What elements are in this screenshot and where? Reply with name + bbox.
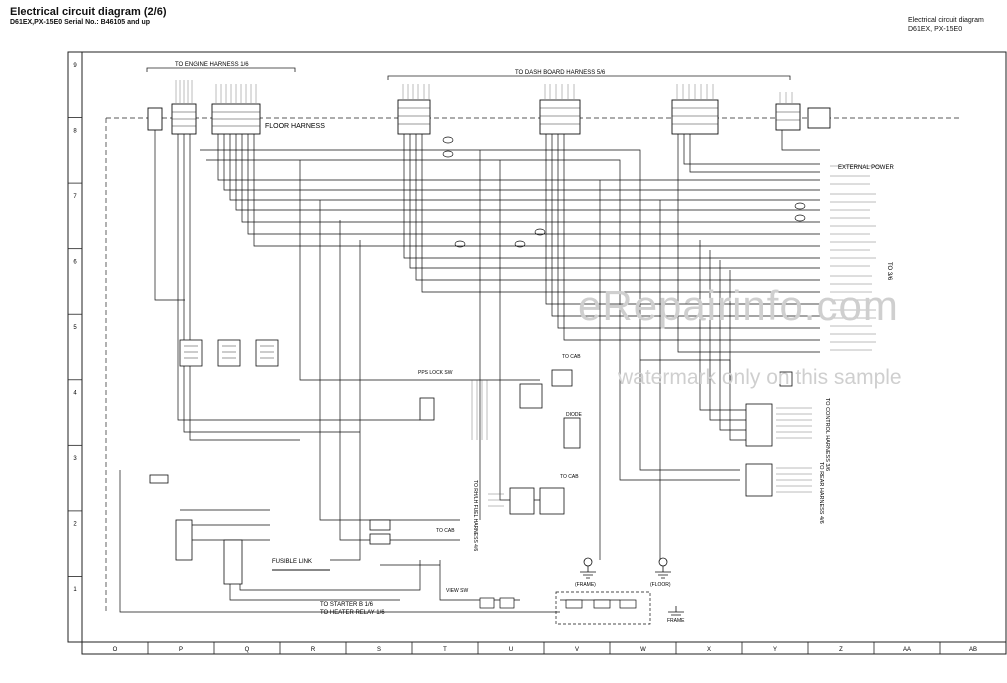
label-engine-harness: TO ENGINE HARNESS 1/6: [175, 62, 249, 68]
column-label: T: [443, 647, 447, 653]
label-view-sw: VIEW SW: [446, 588, 469, 594]
connector-labels: [175, 80, 793, 103]
row-label: 5: [73, 325, 77, 331]
wire-bundles: [119, 130, 820, 613]
label-external-power: EXTERNAL POWER: [838, 165, 894, 171]
column-label: W: [640, 647, 646, 653]
label-to-heater-relay: TO HEATER RELAY 1/6: [320, 610, 385, 616]
header: Electrical circuit diagram (2/6) D61EX,P…: [10, 6, 167, 26]
page-title: Electrical circuit diagram (2/6): [10, 6, 167, 18]
harness-brackets: [146, 67, 791, 80]
floor-harness-boundary: [105, 117, 960, 612]
column-label: U: [509, 647, 513, 653]
label-to-cab-3: TO CAB: [436, 528, 455, 534]
label-to-3-6: TO 3/6: [886, 262, 892, 281]
right-label-lines: [471, 165, 880, 507]
column-label: V: [575, 647, 579, 653]
label-to-cab-1: TO CAB: [562, 354, 581, 360]
label-dash-harness: TO DASH BOARD HARNESS 5/6: [515, 70, 606, 76]
label-to-cab-2: TO CAB: [560, 474, 579, 480]
label-to-fuel-harness: TO RH/LH FUEL HARNESS 4/6: [472, 480, 478, 551]
column-label: R: [311, 647, 316, 653]
label-fusible-link: FUSIBLE LINK: [272, 559, 312, 565]
header-right-model: D61EX, PX-15E0: [908, 26, 963, 33]
right-connectors: [149, 369, 793, 585]
header-right-title: Electrical circuit diagram: [908, 17, 984, 24]
row-label: 8: [73, 128, 77, 134]
column-label: Q: [245, 647, 250, 653]
label-floor-harness: FLOOR HARNESS: [265, 123, 325, 130]
legend-box: [555, 591, 651, 625]
relay-contacts: [184, 345, 274, 359]
label-to-starter: TO STARTER B 1/6: [320, 602, 374, 608]
column-label: Y: [773, 647, 777, 653]
ground-frame-label: (FRAME): [575, 582, 596, 588]
column-label: Z: [839, 647, 843, 653]
label-to-rear-harness: TO REAR HARNESS 4/6: [818, 462, 824, 524]
ground-frame3-label: FRAME: [667, 618, 685, 624]
row-label: 1: [73, 587, 77, 593]
label-pps-lock-sw: PPS LOCK SW: [418, 370, 453, 376]
ground-floor-label: (FLOOR): [650, 582, 671, 588]
splice-markers: [442, 136, 806, 248]
column-label: AA: [903, 647, 911, 653]
legend-symbols: [479, 597, 637, 609]
row-ruler: 9 8 7 6 5 4 3 2 1: [68, 63, 82, 593]
header-right: Electrical circuit diagram D61EX, PX-15E…: [908, 16, 984, 34]
page-subtitle: D61EX,PX-15E0 Serial No.: B46105 and up: [10, 19, 151, 26]
row-label: 3: [73, 456, 77, 462]
ground-symbols: [580, 557, 684, 616]
connector-pin-grid: [172, 107, 800, 127]
relays: [179, 339, 279, 367]
column-label: S: [377, 647, 381, 653]
column-label: X: [707, 647, 711, 653]
row-label: 7: [73, 194, 77, 200]
row-label: 2: [73, 522, 77, 528]
row-label: 4: [73, 391, 77, 397]
column-label: P: [179, 647, 183, 653]
diagram-frame: [67, 51, 1007, 643]
watermark-title: eRepairinfo.com: [578, 282, 899, 329]
label-to-control-harness: TO CONTROL HARNESS 3/6: [824, 398, 830, 471]
column-label: AB: [969, 647, 977, 653]
watermark-note: watermark only on this sample: [618, 366, 902, 389]
label-diode: DIODE: [566, 412, 583, 418]
top-connectors: [147, 99, 831, 135]
column-ruler-labels: O P Q R S T U V W X Y Z AA AB: [113, 642, 977, 654]
column-label: O: [113, 647, 118, 653]
row-label: 9: [73, 63, 77, 69]
row-label: 6: [73, 259, 77, 265]
